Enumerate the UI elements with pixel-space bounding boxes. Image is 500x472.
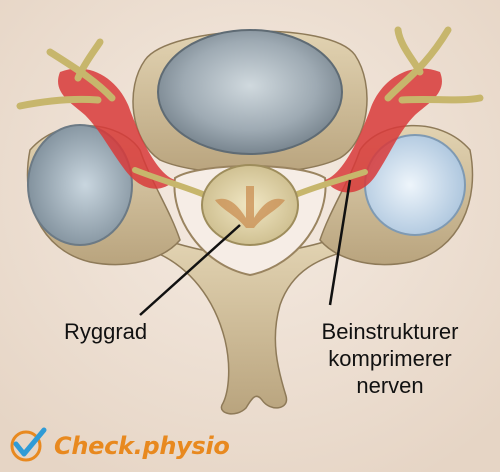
bone-label-line-2: komprimerer [328,346,452,371]
bone-structure-label: Beinstrukturer komprimerer nerven [290,318,490,399]
cord-grey-matter [215,186,285,228]
right-nerve-root [384,26,484,104]
brand-text: Check.physio [54,432,230,460]
spinal-cord-label: Ryggrad [64,319,148,344]
bone-label-line-1: Beinstrukturer [321,319,459,344]
bone-label-line-3: nerven [356,373,424,398]
spinal-nerves [132,167,368,198]
spinal-cord-pointer-line [139,224,241,316]
intervertebral-disc [157,29,343,155]
left-facet [27,124,133,246]
left-nerve-root [16,38,116,110]
bone-structure-pointer-line [328,179,352,306]
checkmark-badge-icon [10,427,47,462]
brand-logo: Check.physio [8,426,230,466]
